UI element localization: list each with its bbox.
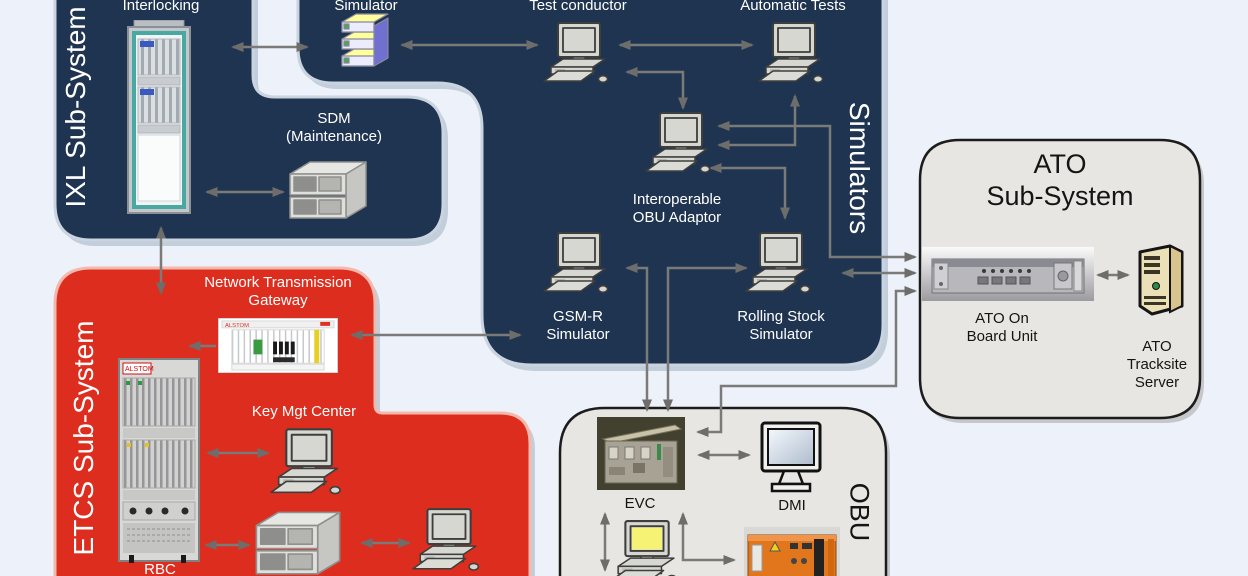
svg-text:ALSTOM: ALSTOM [125,366,154,373]
ixl-subsystem-title: IXL Sub-System [60,6,91,208]
rolling-stock-label: Rolling Stock Simulator [737,308,825,343]
etcs-subsystem-title: ETCS Sub-System [68,320,99,556]
ato-tracksite-server-icon [1138,244,1184,316]
ato-onboard-label: ATO On Board Unit [966,310,1038,345]
network-gateway-image: ALSTOM [218,318,338,373]
evc-label: EVC [624,495,656,512]
gsmr-simulator-computer-icon [543,232,609,294]
arrow-rollingstock-evc [663,263,749,413]
key-mgt-center-computer-icon [270,428,342,495]
rbc-rack-image: ALSTOM [118,358,200,563]
sdm-label: SDM (Maintenance) [286,110,382,145]
arrow-obuadaptor-atoonboard [716,121,918,262]
ato-onboard-unit-photo [922,247,1094,301]
automatic-tests-computer-icon [758,22,824,84]
automatic-tests-label: Automatic Tests [740,0,846,14]
ato-subsystem-title: ATO Sub-System [986,149,1134,211]
obu-title: OBU [844,482,875,542]
dmi-label: DMI [778,497,806,514]
arrow-testconductor-obuadaptor [624,67,688,111]
evc-photo [597,417,685,490]
interlocking-label: Interlocking [122,0,200,14]
dmi-monitor-icon [760,421,822,493]
test-conductor-label: Test conductor [529,0,627,14]
obu-laptop-icon [609,520,678,576]
etcs-storage-icon [255,511,341,575]
simulator-stack-icon [341,13,389,67]
obu-adaptor-label: Interoperable OBU Adaptor [632,191,722,226]
etcs-computer-icon [412,508,480,572]
orange-device-photo [744,527,840,576]
obu-adaptor-computer-icon [645,112,711,174]
rbc-label: RBC [144,561,176,576]
ato-tracksite-label: ATO Tracksite Server [1126,338,1188,391]
test-conductor-computer-icon [543,22,609,84]
arrow-evc-atoonboard [695,286,918,437]
arrow-gsmr-evc [624,263,652,413]
sdm-storage-icon [289,161,367,219]
key-mgt-center-label: Key Mgt Center [251,403,357,420]
gsmr-simulator-label: GSM-R Simulator [546,308,610,343]
simulators-title: Simulators [844,101,875,235]
rolling-stock-computer-icon [745,232,811,294]
arrow-evc-orangedevice [678,511,737,565]
arrow-obuadaptor-rollingstock [708,163,790,221]
svg-text:ALSTOM: ALSTOM [225,323,249,329]
network-gateway-label: Network Transmission Gateway [204,274,352,309]
interlocking-rack-image [127,20,191,214]
simulator-label: Simulator [334,0,398,14]
